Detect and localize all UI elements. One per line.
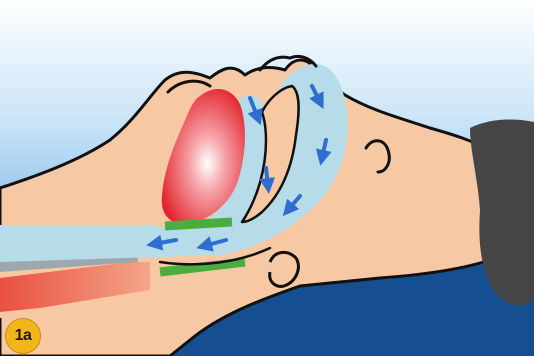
figure-label-badge: 1a <box>5 318 41 354</box>
obstruction-marker-palate <box>165 222 232 226</box>
ear-lobe <box>270 252 299 286</box>
airflow-arrow-icon <box>266 168 268 186</box>
